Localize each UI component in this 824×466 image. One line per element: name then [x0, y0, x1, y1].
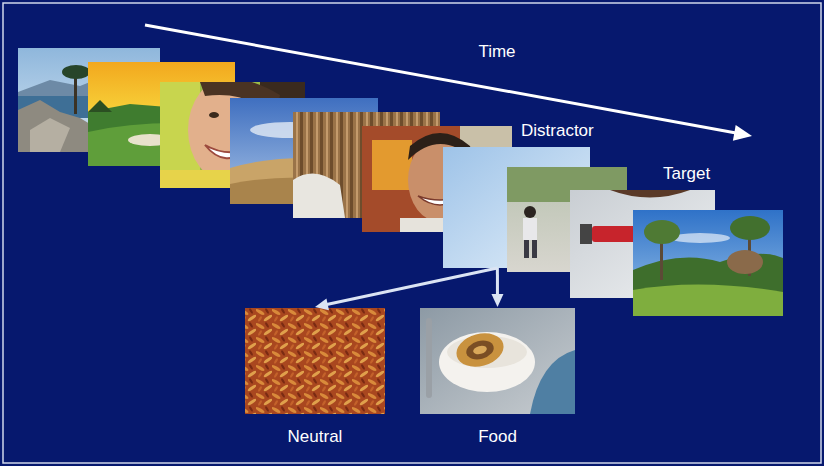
food-frame: Food — [420, 308, 575, 414]
leaf-texture-photo — [245, 308, 385, 414]
image-label: Distractor — [521, 121, 594, 141]
image-label: Target — [663, 164, 710, 184]
frame-border — [3, 3, 821, 463]
distractor-frame: Distractor — [443, 147, 590, 268]
image-label: Food — [420, 427, 575, 447]
food-bowl-photo — [420, 308, 575, 414]
neutral-frame: Neutral — [245, 308, 385, 414]
branch-arrow — [491, 268, 503, 307]
time-label: Time — [447, 42, 547, 62]
forest-landscape-photo — [633, 210, 783, 316]
image-label: Neutral — [245, 427, 385, 447]
target-frame: Target — [570, 190, 715, 298]
branch-arrow — [315, 268, 497, 310]
axis-label-box: Time — [447, 42, 547, 62]
